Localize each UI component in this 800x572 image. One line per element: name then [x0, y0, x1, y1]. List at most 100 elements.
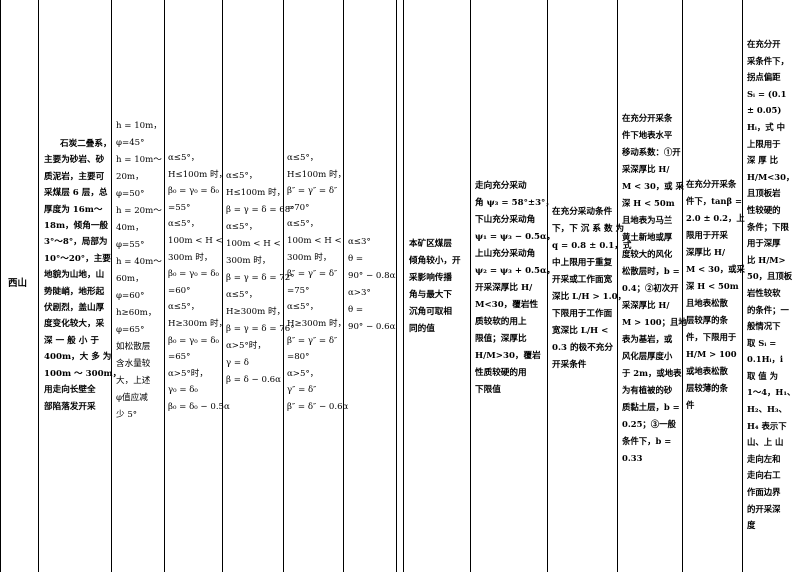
move-angle-line: β = γ = δ = 68° [226, 205, 295, 215]
geology-line: 厚度为 16m～ [44, 204, 103, 215]
table-divider [343, 0, 344, 572]
geology-line: 质泥岩，主要可 [44, 171, 105, 182]
move-angle-line: H≥300m 时， [226, 307, 286, 317]
delta-angle-line: α>5°时， [168, 368, 208, 379]
horizontal-move-line: 采深厚比 H/ [622, 300, 670, 310]
max-subsidence-line: θ = [348, 305, 364, 315]
horizontal-move-line: 采深厚比 H/ [622, 164, 670, 174]
full-extraction-line: 上山充分采动角 [475, 249, 536, 259]
crack-angle-line: β″ = δ″ − 0.6α [287, 401, 349, 412]
move-angle-line: γ = δ [226, 358, 249, 368]
inflection-offset-line: H/M<30， [747, 171, 795, 182]
main-influence-line: 件下，tanβ = [686, 196, 743, 206]
delta-angle-line: β₀ = γ₀ = δ₀ [168, 335, 219, 346]
move-angle-line: β = γ = δ = 72° [226, 273, 295, 283]
main-influence-line: 深厚比 H/ [686, 247, 726, 257]
subsidence-coef-line: 宽深比 L/H < [552, 326, 609, 336]
horizontal-move-line: M < 30，或 采 [622, 181, 684, 191]
table-divider [396, 0, 397, 572]
main-influence-line: 在充分开采条 [686, 179, 737, 189]
horizontal-move-line: 质黏土层，b = [622, 402, 680, 412]
move-angle-line: α≤5°， [226, 171, 258, 181]
table-divider [403, 0, 404, 572]
crack-angle-line: β″ = γ″ = δ″ [287, 186, 338, 197]
geology-line: 18m，倾角一般 [44, 221, 109, 232]
inflection-offset-line: 上限用于 [747, 138, 781, 149]
propagation-angle-cell: 本矿区煤层 倾角较小，开 采影响传播 角与最大下 沉角可取相 同的值 [409, 236, 461, 338]
boundary-angle-line: h = 40m～ [116, 257, 162, 267]
page-gutter [398, 0, 401, 572]
boundary-angle-line: φ=65° [116, 325, 145, 335]
move-angle-line: 300m 时， [226, 256, 271, 266]
max-subsidence-line: α>3° [348, 288, 371, 298]
full-extraction-line: 角 ψ₃ = 58°±3°， [475, 198, 554, 208]
boundary-angle-line: φ=55° [116, 240, 145, 250]
crack-angle-line: =80° [287, 352, 310, 363]
full-extraction-line: 下限值 [475, 385, 501, 395]
max-subsidence-line: 90° − 0.8α [348, 271, 396, 281]
crack-angle-line: α≤5°， [287, 153, 319, 163]
table-divider [164, 0, 165, 572]
inflection-offset-line: 且顶板岩 [747, 188, 781, 199]
max-subsidence-line: θ = [348, 254, 364, 264]
subsidence-coef-line: 0.3 的极不充分 [552, 343, 613, 353]
move-angle-line: α>5°时， [226, 341, 266, 351]
geology-line: 用走向长壁全 [44, 385, 96, 396]
inflection-offset-cell: 在充分开 采条件下， 拐点偏距 Sᵢ = (0.1 ± 0.05) Hᵢ，式 中… [747, 36, 795, 534]
move-angle-line: β = δ − 0.6α [226, 375, 281, 385]
region-cell: 西山 [8, 276, 27, 293]
horizontal-move-line: 度较大的风化 [622, 249, 673, 259]
horizontal-move-line: 于 2m，或地表 [622, 368, 682, 378]
geology-line: 400m，大 多 为 [44, 352, 112, 363]
horizontal-move-line: 在充分开采条 [622, 113, 673, 123]
horizontal-move-line: 件下地表水平 [622, 130, 673, 140]
horizontal-move-line: 0.4；②初次开 [622, 283, 679, 293]
horizontal-move-line: M > 100；且地 [622, 317, 687, 327]
propagation-line: 角与最大下 [409, 290, 452, 300]
inflection-offset-line: ± 0.05) [747, 105, 782, 116]
delta-angle-line: β₀ = δ₀ − 0.5α [168, 401, 230, 412]
move-angle-line: H≤100m 时， [226, 188, 286, 198]
crack-angle-line: 100m < H < [287, 235, 342, 246]
crack-angle-line: =70° [287, 202, 310, 213]
delta-angle-cell: α≤5°， H≤100m 时， β₀ = γ₀ = δ₀ =55° α≤5°， … [168, 150, 230, 416]
crack-angle-line: =75° [287, 285, 310, 296]
boundary-angle-line: 40m， [116, 223, 144, 233]
delta-angle-line: β₀ = γ₀ = δ₀ [168, 186, 219, 197]
geology-line: 石炭二叠系， [60, 139, 112, 149]
crack-angle-cell: α≤5°， H≤100m 时， β″ = γ″ = δ″ =70° α≤5°， … [287, 150, 348, 416]
boundary-angle-line: 少 5° [116, 410, 138, 420]
geology-line: 采煤层 6 层，总 [44, 188, 108, 199]
boundary-angle-line: φ值应减 [116, 393, 148, 403]
inflection-offset-line: H₄ 表示下 [747, 420, 787, 431]
inflection-offset-line: 在充分开 [747, 39, 781, 49]
inflection-offset-line: 走向左和 [747, 453, 781, 464]
inflection-offset-line: 1～4，H₁、 [747, 387, 796, 398]
crack-angle-line: β″ = γ″ = δ″ [287, 269, 338, 280]
horizontal-move-line: 黄土新地或厚 [622, 232, 673, 242]
horizontal-move-line: 0.25；③一般 [622, 419, 676, 429]
inflection-offset-line: 50，且顶板 [747, 271, 793, 282]
inflection-offset-line: Hᵢ，式 中 [747, 121, 785, 132]
delta-angle-line: β₀ = γ₀ = δ₀ [168, 269, 219, 280]
horizontal-move-line: 风化层厚度小 [622, 351, 673, 361]
table-divider [111, 0, 112, 572]
main-influence-line: 件，下限用于 [686, 332, 737, 342]
geology-line: 伏剧烈，盖山厚 [44, 303, 105, 314]
full-extraction-line: 限值；深厚比 [475, 334, 527, 344]
full-extraction-line: ψ₂ = ψ₃ + 0.5α， [475, 266, 556, 276]
subsidence-coef-line: 下限用于工作面 [552, 309, 613, 319]
main-influence-line: 层较薄的条 [686, 383, 728, 393]
main-influence-line: 限用于开采 [686, 230, 728, 240]
main-influence-line: 件 [686, 400, 695, 410]
horizontal-move-line: 且地表为马兰 [622, 215, 673, 225]
region-label: 西山 [8, 278, 28, 289]
main-influence-line: H/M > 100 [686, 349, 737, 359]
geology-line: 地貌为山地，山 [44, 270, 105, 281]
horizontal-move-line: 移动系数：①开 [622, 147, 681, 157]
inflection-offset-line: 度 [747, 520, 756, 531]
delta-angle-line: 300m 时， [168, 252, 213, 263]
main-influence-line: M < 30，或采 [686, 264, 745, 274]
boundary-angle-line: 20m， [116, 172, 144, 182]
